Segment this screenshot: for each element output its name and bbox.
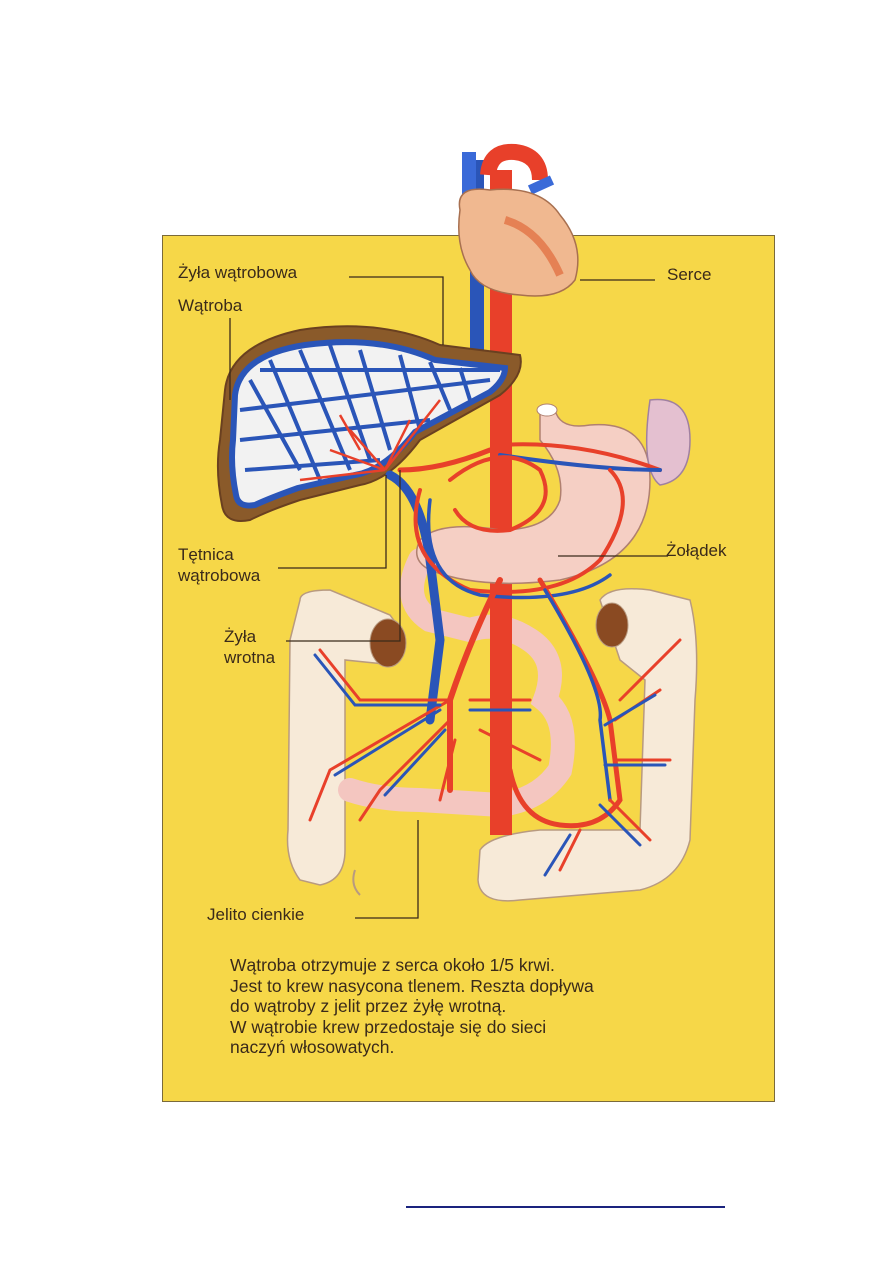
hepatic-artery: [397, 447, 493, 473]
caption-line: Wątroba otrzymuje z serca około 1/5 krwi…: [230, 955, 555, 975]
stomach: [415, 398, 691, 585]
spleen: [645, 398, 691, 486]
label-small-intestine: Jelito cienkie: [207, 905, 305, 924]
label-portal-vein-1: Żyła: [224, 627, 257, 646]
figure-caption: Wątroba otrzymuje z serca około 1/5 krwi…: [230, 955, 750, 1058]
aorta: [490, 170, 512, 835]
leader-lines: [229, 276, 668, 919]
label-liver: Wątroba: [178, 296, 243, 315]
label-hepatic-vein: Żyła wątrobowa: [178, 263, 298, 282]
large-intestine: [286, 588, 698, 902]
heart: [458, 143, 579, 297]
small-intestine: [338, 548, 575, 818]
label-hepatic-artery-2: wątrobowa: [178, 566, 261, 585]
label-stomach: Żołądek: [666, 541, 727, 560]
caption-line: do wątroby z jelit przez żyłę wrotną.: [230, 996, 507, 1016]
caption-line: W wątrobie krew przedostaje się do sieci: [230, 1016, 547, 1037]
label-hepatic-artery-1: Tętnica: [178, 545, 234, 564]
caption-line: naczyń włosowatych.: [230, 1037, 395, 1057]
label-heart: Serce: [667, 265, 712, 284]
hyperlink-underline[interactable]: [406, 1206, 725, 1208]
label-portal-vein-2: wrotna: [224, 648, 276, 667]
liver: [216, 325, 522, 522]
caption-line: Jest to krew nasycona tlenem. Reszta dop…: [230, 975, 594, 996]
